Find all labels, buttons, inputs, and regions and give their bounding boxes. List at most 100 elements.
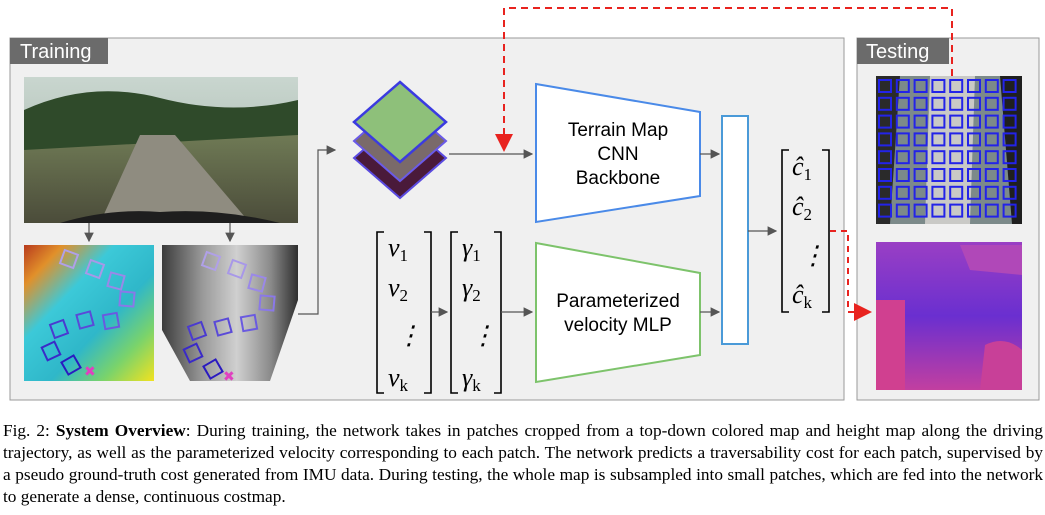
grid-patch — [984, 185, 999, 200]
v-entry-1: v1 — [388, 233, 408, 265]
grid-patch — [878, 132, 892, 147]
svg-text:✖: ✖ — [223, 369, 235, 385]
grid-patch — [949, 185, 964, 200]
height-map-image: ✖ — [24, 245, 154, 381]
c-entry-dots: ⋮ — [800, 241, 826, 270]
grid-patch — [967, 203, 981, 218]
grid-patch — [913, 96, 928, 111]
velocity-mlp-block — [535, 241, 701, 384]
testing-costmap-image — [876, 242, 1022, 390]
cost-vector: ĉ1 ĉ2 ⋮ ĉk — [781, 149, 830, 313]
grid-patch — [949, 79, 964, 93]
cnn-backbone-block — [535, 82, 701, 224]
c-entry-1: ĉ1 — [792, 152, 812, 184]
grid-patch — [931, 79, 946, 93]
grid-patch — [967, 168, 981, 182]
grid-patch — [1002, 96, 1017, 111]
grid-patch — [1002, 79, 1017, 93]
cnn-label-line3: Backbone — [576, 168, 661, 189]
grid-patch — [878, 114, 892, 129]
mlp-label-line2: velocity MLP — [564, 315, 672, 336]
grid-patch — [878, 168, 892, 182]
grid-patch — [913, 79, 928, 93]
test-path-cost-to-costmap — [830, 230, 872, 321]
testing-label: Testing — [866, 41, 929, 63]
grid-patch — [931, 203, 946, 218]
grid-patch — [949, 114, 964, 129]
grid-patch — [931, 114, 946, 129]
grid-patch — [931, 150, 946, 165]
caption-title: System Overview — [55, 421, 186, 440]
gamma-entry-2: γ2 — [462, 273, 481, 305]
grid-patch — [984, 114, 999, 129]
grid-patch — [967, 96, 981, 111]
grid-patch — [967, 185, 981, 200]
grid-patch — [878, 96, 892, 111]
figure-caption: Fig. 2: System Overview: During training… — [3, 420, 1043, 508]
grid-patch — [895, 150, 910, 165]
grid-patch — [878, 203, 892, 218]
grid-patch — [967, 150, 981, 165]
grid-patch — [931, 185, 946, 200]
testing-label-bg — [857, 38, 949, 64]
grid-patch — [931, 168, 946, 182]
grayscale-map-image: ✖ — [162, 245, 298, 385]
v-entry-dots: ⋮ — [396, 321, 422, 350]
grid-patch — [931, 132, 946, 147]
gamma-entry-k: γk — [462, 363, 481, 395]
grid-patch — [913, 132, 928, 147]
grid-patch — [949, 168, 964, 182]
grid-patch — [1002, 185, 1017, 200]
caption-prefix: Fig. 2: — [3, 421, 56, 440]
grid-patch — [895, 96, 910, 111]
grid-patch — [1002, 203, 1017, 218]
grid-patch — [895, 203, 910, 218]
grid-patch — [913, 168, 928, 182]
arrow-maps-to-patches — [298, 145, 337, 315]
v-entry-k: vk — [388, 363, 409, 395]
grid-patch — [967, 79, 981, 93]
grid-patch — [913, 203, 928, 218]
patch-stack — [352, 80, 448, 200]
camera-image — [24, 77, 298, 223]
mlp-label-line1: Parameterized — [556, 291, 680, 312]
grid-patch — [984, 79, 999, 93]
grid-patch — [984, 96, 999, 111]
grid-patch — [913, 114, 928, 129]
grid-patch — [895, 79, 910, 93]
c-entry-k: ĉk — [792, 280, 813, 312]
svg-text:✖: ✖ — [84, 364, 96, 380]
grid-patch — [984, 168, 999, 182]
grid-patch — [949, 132, 964, 147]
cnn-label-line2: CNN — [597, 144, 638, 165]
gamma-vector: γ1 γ2 ⋮ γk — [450, 231, 502, 395]
caption-body: : During training, the network takes in … — [3, 421, 1043, 506]
gamma-entry-dots: ⋮ — [470, 321, 496, 350]
grid-patch — [878, 150, 892, 165]
grid-patch — [984, 203, 999, 218]
grid-patch — [1002, 132, 1017, 147]
testing-patch-grid-image — [876, 76, 1022, 224]
v-entry-2: v2 — [388, 273, 408, 305]
grid-patch — [878, 185, 892, 200]
c-entry-2: ĉ2 — [792, 192, 812, 224]
grid-patch — [913, 185, 928, 200]
concat-feature-bar — [721, 115, 749, 345]
grid-patch — [895, 114, 910, 129]
training-label: Training — [20, 41, 92, 63]
cnn-label-line1: Terrain Map — [568, 120, 668, 141]
gamma-entry-1: γ1 — [462, 233, 481, 265]
grid-patch — [878, 79, 892, 93]
test-path-grid-to-cnn — [495, 7, 953, 152]
grid-patch — [984, 150, 999, 165]
grid-patch — [931, 96, 946, 111]
grid-patch — [895, 185, 910, 200]
grid-patch — [913, 150, 928, 165]
grid-patch — [1002, 150, 1017, 165]
grid-patch — [949, 150, 964, 165]
grid-patch — [949, 203, 964, 218]
grid-patch — [984, 132, 999, 147]
grid-patch — [1002, 114, 1017, 129]
grid-patch — [895, 132, 910, 147]
